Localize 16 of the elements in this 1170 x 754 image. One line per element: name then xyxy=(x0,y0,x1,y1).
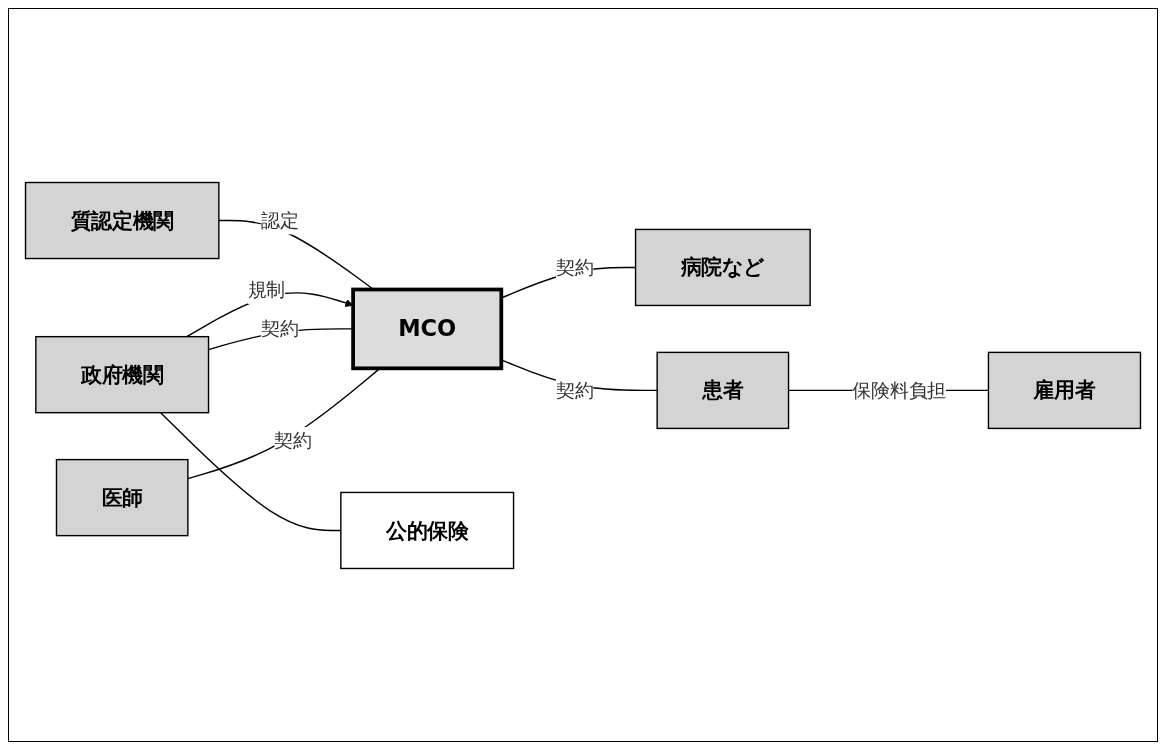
edge-label: 規制 xyxy=(247,278,286,301)
edge-label: 契約 xyxy=(261,317,299,340)
node-box: MCO xyxy=(351,287,504,370)
node-box: 公的保険 xyxy=(340,491,515,569)
connector xyxy=(187,367,381,479)
node-box: 患者 xyxy=(656,351,790,429)
edge-label: 認定 xyxy=(261,208,299,232)
edge-label: 契約 xyxy=(555,255,594,279)
node-box: 政府機関 xyxy=(35,335,210,413)
edge-label: 契約 xyxy=(555,378,594,402)
node-box: 質認定機関 xyxy=(24,181,220,259)
node-box: 医師 xyxy=(55,458,189,536)
edge-label: 契約 xyxy=(274,429,312,452)
node-box: 雇用者 xyxy=(987,351,1142,429)
edge-label: 保険料負担 xyxy=(852,378,947,402)
node-box: 病院など xyxy=(634,228,811,306)
